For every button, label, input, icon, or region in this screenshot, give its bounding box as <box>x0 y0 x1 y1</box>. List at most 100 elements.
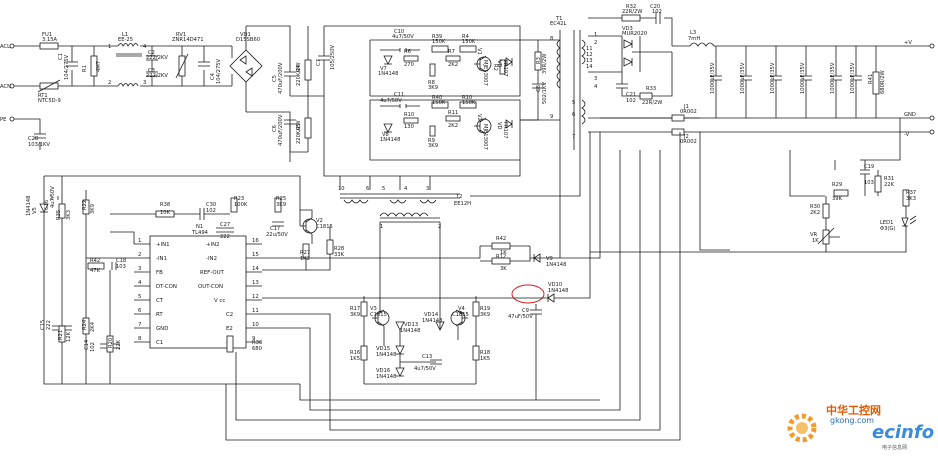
t2-pin-5: 5 <box>382 186 385 192</box>
r24-ref: R24 <box>82 319 88 330</box>
r7-value: 2K2 <box>448 62 458 68</box>
c30-ref: C30 <box>206 202 216 208</box>
c20-ref: C20 <box>650 4 660 10</box>
c9-ref: C9 <box>522 308 529 314</box>
v3s-value: C1815 <box>316 224 333 230</box>
ic-pin-7-num: 7 <box>138 322 141 328</box>
transformer-stage: T1 EC42L 8 9 1 2 11 12 13 14 3 4 5 6 7 T… <box>338 16 598 230</box>
t2-pin-1: 1 <box>380 224 383 230</box>
ic-left-pins: 1 +IN1 2 -IN1 3 FB 4 DT-CON 5 CT 6 RT 7 … <box>134 238 177 346</box>
vr-ref: VR <box>810 232 818 238</box>
c26-value: 1000uF/35V <box>830 62 836 94</box>
feedback-stage: C19 103 R29 39K R31 22K R37 3K3 R30 2K2 … <box>590 118 917 253</box>
acn-label: ACN <box>0 84 11 90</box>
v9-value: 1N4148 <box>546 262 566 268</box>
vd3-ref: VD3 <box>622 26 633 32</box>
n1-value: TL494 <box>191 230 209 236</box>
r12-value: 3K <box>500 266 507 272</box>
ic-pin-5-num: 5 <box>138 294 141 300</box>
c6-ref: C6 <box>272 125 278 132</box>
vd15-value: 1N4148 <box>376 352 396 358</box>
c16-value: 4u7/50V <box>50 186 56 208</box>
c7-ref: C7 <box>316 59 322 66</box>
half-bridge-stage: C10 4u7/50V R39 150K R4 150K R6 270 R7 2… <box>323 25 548 190</box>
ic-pin-8-name: C1 <box>156 340 163 346</box>
c10-ref: C10 <box>394 29 404 35</box>
r10-value: 150K <box>462 100 476 106</box>
ic-pin-10-name: E2 <box>226 326 233 332</box>
r5-value: 220K/2W <box>296 121 302 144</box>
r42b-ref: R42 <box>90 258 100 264</box>
ic-pin-2-name: -IN1 <box>156 256 167 262</box>
ic-pin-12-num: 12 <box>252 294 259 300</box>
v1-ref: V1 <box>476 48 482 55</box>
t1-pin-3: 3 <box>594 76 597 82</box>
r10-ref: R10 <box>462 95 472 101</box>
l1-pin3: 3 <box>143 80 146 86</box>
r2-ref: R2 <box>492 64 498 71</box>
r37-value: 3K3 <box>906 196 916 202</box>
r31-ref: R31 <box>884 176 894 182</box>
l3-ref: L3 <box>690 30 696 36</box>
r12-ref: R12 <box>496 254 506 260</box>
r42b-value: 47K <box>90 268 101 274</box>
r32-value: 22R/2W <box>622 9 642 15</box>
rv1-value: ZNR14D471 <box>172 37 204 43</box>
j2-ref: J2 <box>683 134 689 140</box>
j1-ref: J1 <box>683 104 689 110</box>
c14-ref: C14 <box>84 339 90 350</box>
led-ref: LED1 <box>880 220 893 226</box>
r31-value: 22K <box>884 182 895 188</box>
c27-ref: C27 <box>220 222 230 228</box>
c28-value: 103/1KV <box>28 142 50 148</box>
ic-pin-14-name: REF-OUT <box>200 270 225 276</box>
fu1-value: 3.15A <box>42 37 58 43</box>
ic-pin-2-num: 2 <box>138 252 141 258</box>
c27-value: 222 <box>220 234 230 240</box>
r29-ref: R29 <box>832 182 842 188</box>
c11-ref: C11 <box>394 92 404 98</box>
vminus-label: -V <box>904 132 910 138</box>
c13-ref: C13 <box>422 354 432 360</box>
t2-value: EE12H <box>454 201 471 207</box>
r35-value: 3K3 <box>66 210 72 220</box>
r4-value: 220K/2W <box>296 63 302 86</box>
r25-value: 3K9 <box>276 202 286 208</box>
r39-ref: R39 <box>432 34 442 40</box>
highlight-circle <box>511 284 545 304</box>
c16-ref: C16 <box>44 200 50 210</box>
r9-value: 3K9 <box>428 143 438 149</box>
r23-ref: R23 <box>234 196 244 202</box>
r20-ref: R20 <box>108 338 114 348</box>
fr107a-value: FR107 <box>502 60 508 77</box>
t1-pin-8: 8 <box>550 36 553 42</box>
r33-ref: R33 <box>646 86 656 92</box>
l1-ref: L1 <box>122 32 128 38</box>
ic-pin-12-name: V cc <box>214 298 225 304</box>
v5-value: 1N4148 <box>26 196 32 216</box>
ic-pin-15-num: 15 <box>252 252 259 258</box>
r28-value: 33K <box>334 252 345 258</box>
v3-value: C1815 <box>370 312 387 318</box>
r4b-ref: R4 <box>462 34 470 40</box>
c20-value: 102 <box>652 9 662 15</box>
t1-pin-13: 13 <box>586 58 593 64</box>
vd14-ref: VD14 <box>424 312 439 318</box>
control-stage: N1 TL494 1 +IN1 2 -IN1 3 FB 4 DT-CON 5 C… <box>26 175 345 385</box>
c4-ref: C4 <box>210 72 216 80</box>
r21-ref: R21 <box>58 330 64 340</box>
c21-ref: C21 <box>626 92 636 98</box>
l1-pin2: 2 <box>108 80 111 86</box>
r42-ref: R42 <box>496 236 506 242</box>
r4-ref: R4 <box>296 64 302 72</box>
r22-value: 3K9 <box>90 204 96 214</box>
r16-value: 1K5 <box>350 356 360 362</box>
c8-ref: C8 <box>536 85 542 92</box>
n1-ref: N1 <box>196 224 203 230</box>
vd15-ref: VD15 <box>376 346 390 352</box>
pe-terminal <box>9 116 15 122</box>
r11-ref: R11 <box>448 110 458 116</box>
ic-pin-16-num: 16 <box>252 238 259 244</box>
r6-value: 270 <box>404 62 414 68</box>
